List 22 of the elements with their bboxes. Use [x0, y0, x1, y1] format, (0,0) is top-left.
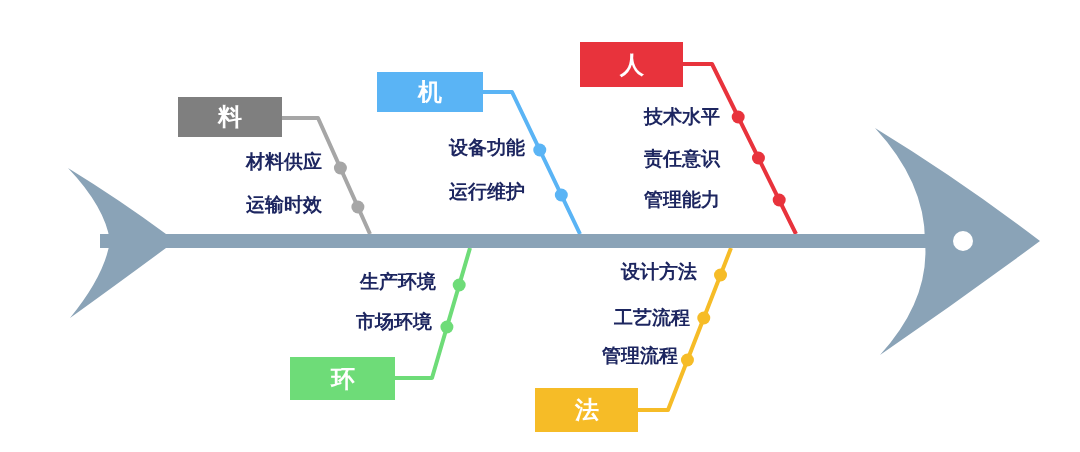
cause-label: 责任意识 [644, 147, 720, 171]
cause-label: 技术水平 [644, 105, 720, 129]
category-box: 机 [377, 72, 483, 112]
cause-label: 设计方法 [621, 260, 697, 284]
bone-line [638, 247, 733, 412]
cause-label: 材料供应 [246, 150, 322, 174]
category-box: 环 [290, 357, 395, 400]
category-box: 法 [535, 388, 638, 432]
category-box: 料 [178, 97, 282, 137]
cause-label: 设备功能 [449, 136, 525, 160]
bone-line [483, 90, 582, 235]
category-box: 人 [580, 42, 683, 87]
bone-line [395, 247, 472, 380]
cause-label: 运输时效 [246, 193, 322, 217]
cause-label: 管理流程 [602, 344, 678, 368]
cause-label: 生产环境 [360, 270, 436, 294]
cause-label: 市场环境 [356, 310, 432, 334]
cause-label: 管理能力 [644, 188, 720, 212]
bone-line [683, 62, 798, 235]
cause-label: 运行维护 [449, 180, 525, 204]
cause-label: 工艺流程 [614, 306, 690, 330]
bone-line [282, 116, 372, 235]
